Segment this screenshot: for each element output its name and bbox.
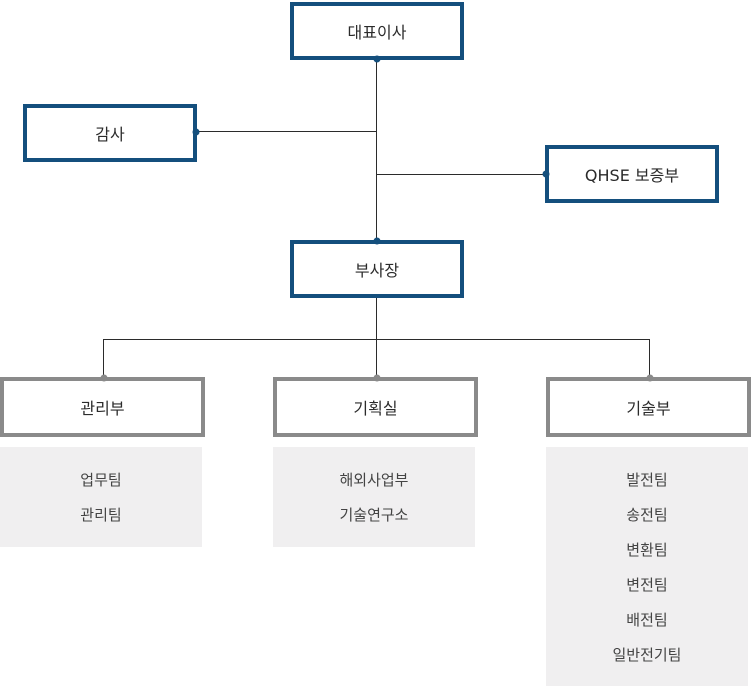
- team-item: 일반전기팀: [612, 646, 682, 664]
- audit-connector-dot: [192, 128, 200, 136]
- connector-dept-1: [103, 339, 104, 379]
- qhse-label: QHSE 보증부: [584, 166, 680, 185]
- team-item: 변전팀: [626, 576, 668, 594]
- team-item: 송전팀: [626, 506, 668, 524]
- audit-box: 감사: [23, 104, 197, 162]
- qhse-box: QHSE 보증부: [545, 145, 719, 203]
- vp-box: 부사장: [290, 240, 464, 298]
- team-item: 변환팀: [626, 541, 668, 559]
- vp-connector-dot: [373, 237, 380, 245]
- connector-dept-3: [649, 339, 650, 379]
- team-item: 해외사업부: [339, 471, 409, 489]
- ceo-connector-dot: [373, 55, 380, 63]
- qhse-connector-dot: [542, 170, 550, 178]
- team-item: 업무팀: [80, 471, 122, 489]
- teams-panel-3: 발전팀 송전팀 변환팀 변전팀 배전팀 일반전기팀: [546, 447, 748, 686]
- dept-label-1: 관리부: [80, 399, 125, 418]
- dept-box-2: 기획실: [273, 377, 478, 437]
- dept-2-connector-dot: [373, 374, 380, 382]
- team-item: 발전팀: [626, 471, 668, 489]
- ceo-box: 대표이사: [290, 2, 464, 60]
- dept-box-1: 관리부: [0, 377, 205, 437]
- ceo-label: 대표이사: [347, 23, 407, 42]
- dept-label-2: 기획실: [353, 399, 398, 418]
- team-item: 기술연구소: [339, 506, 409, 524]
- connector-ceo-vp: [376, 59, 377, 242]
- team-item: 배전팀: [626, 611, 668, 629]
- dept-box-3: 기술부: [546, 377, 751, 437]
- dept-1-connector-dot: [100, 374, 107, 382]
- connector-audit: [196, 131, 377, 132]
- teams-panel-1: 업무팀 관리팀: [0, 447, 202, 547]
- connector-vp-down: [376, 298, 377, 339]
- vp-label: 부사장: [354, 261, 400, 280]
- connector-dept-2: [376, 339, 377, 379]
- audit-label: 감사: [95, 125, 125, 144]
- dept-label-3: 기술부: [626, 399, 671, 418]
- teams-panel-2: 해외사업부 기술연구소: [273, 447, 475, 547]
- team-item: 관리팀: [80, 506, 122, 524]
- connector-qhse: [376, 174, 547, 175]
- dept-3-connector-dot: [646, 374, 653, 382]
